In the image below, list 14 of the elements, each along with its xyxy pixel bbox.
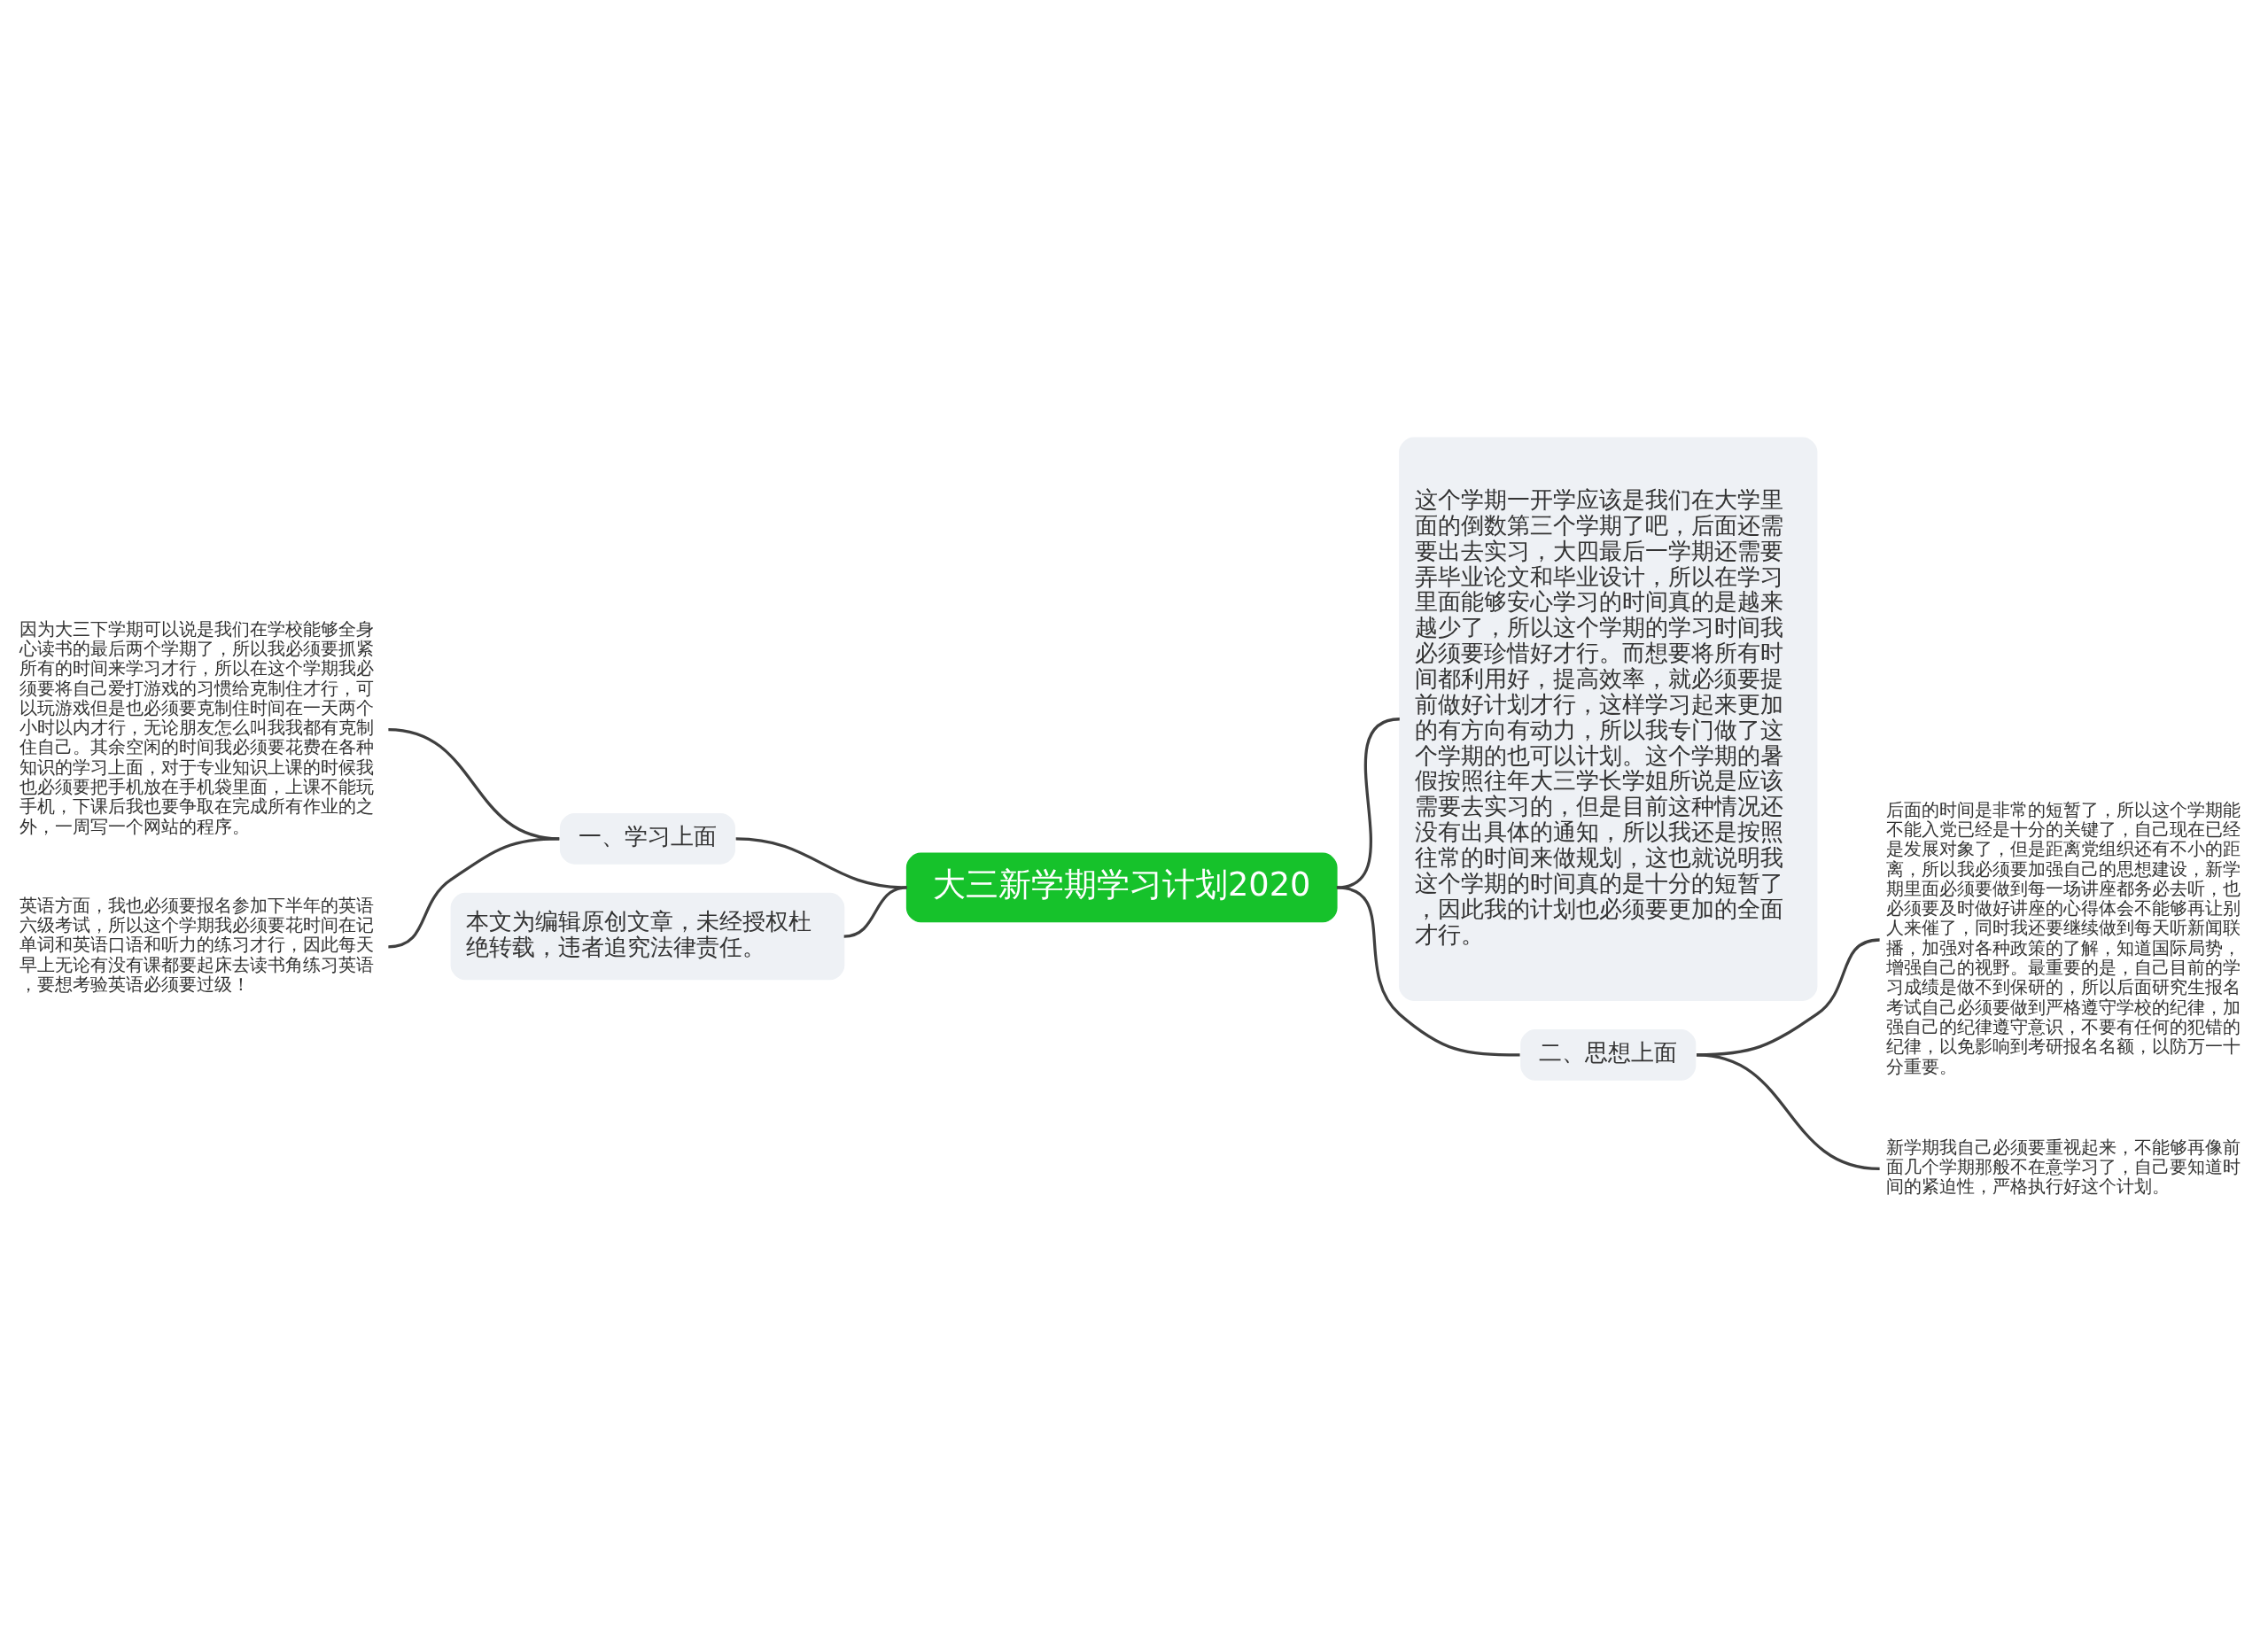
node-text: 新学期我自己必须要重视起来，不能够再像前面几个学期那般不在意学习了，自己要知道时间的紧迫性，严格执行好这个计划。	[1886, 1137, 2241, 1198]
node-text: 因为大三下学期可以说是我们在学校能够全身心读书的最后两个学期了，所以我必须要抓紧所有的时间来学习才行，所以在这个学期我必须要将自己爱打游戏的习惯给克制住才行，可以玩游戏但是也必须要克制住时间在一天两个小时以内才行，无论朋友怎么叫我我都有克制住自己。其余空闲的时间我必须要花费在各种知识的学习上面，对于专业知识上课的时候我也必须要把手机放在手机袋里面，上课不能玩手机，下课后我也要争取在完成所有作业的之外，一周写一个网站的程序。	[19, 618, 375, 837]
node-box: 本文为编辑原创文章，未经授权杜绝转载，违者追究法律责任。	[450, 892, 845, 981]
connector	[1336, 718, 1401, 889]
node-box: 二、思想上面	[1520, 1029, 1697, 1081]
connector	[388, 837, 560, 949]
node-text: 后面的时间是非常的短暂了，所以这个学期能不能入党已经是十分的关键了，自己现在已经是发展对象了，但是距离党组织还有不小的距离，所以我必须要加强自己的思想建设，新学期里面必须要做到每一场讲座都务必去听，也必须要及时做好讲座的心得体会不能够再让别人来催了，同时我还要继续做到每天听新闻联播，加强对各种政策的了解，知道国际局势，增强自己的视野。最重要的是，自己目前的学习成绩是做不到保研的，所以后面研究生报名考试自己必须要做到严格遵守学校的纪律，加强自己的纪律遵守意识，不要有任何的犯错的纪律，以免影响到考研报名名额，以防万一十分重要。	[1886, 799, 2241, 1077]
connector	[1336, 886, 1520, 1057]
connector	[843, 886, 907, 938]
node-box: 一、学习上面	[559, 813, 735, 865]
node-text: 英语方面，我也必须要报名参加下半年的英语六级考试，所以这个学期我必须要花时间在记单词和英语口语和听力的练习才行，因此每天早上无论有没有课都要起床去读书角练习英语，要想考验英语必须要过级！	[19, 895, 375, 996]
node-box: 这个学期一开学应该是我们在大学里面的倒数第三个学期了吧，后面还需要出去实习，大四最后一学期还需要弄毕业论文和毕业设计，所以在学习里面能够安心学习的时间真的是越来越少了，所以这个学期的学习时间我必须要珍惜好才行。而想要将所有时间都利用好，提高效率，就必须要提前做好计划才行，这样学习起来更加的有方向有动力，所以我专门做了这个学期的也可以计划。这个学期的暑假按照往年大三学长学姐所说是应该需要去实习的，但是目前这种情况还没有出具体的通知，所以我还是按照往常的时间来做规划，这也就说明我这个学期的时间真的是十分的短暂了，因此我的计划也必须要更加的全面才行。	[1399, 437, 1818, 1001]
connector	[1696, 1053, 1880, 1171]
node-box: 大三新学期学习计划2020	[905, 852, 1338, 923]
